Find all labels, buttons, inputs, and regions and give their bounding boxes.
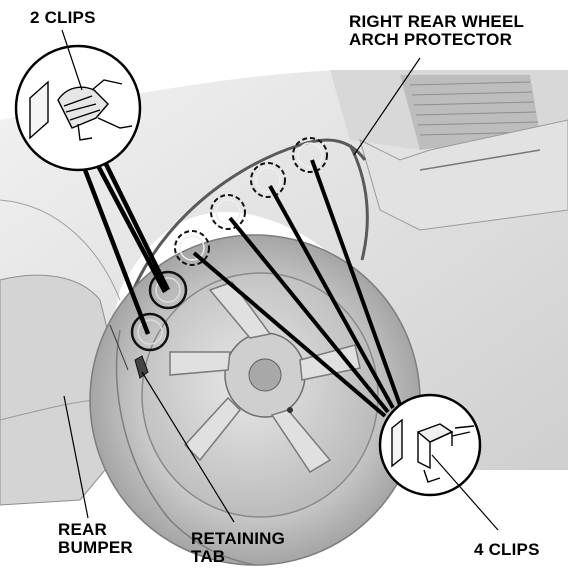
label-four-clips-text: 4 CLIPS xyxy=(474,541,540,559)
label-rear-bumper: REAR BUMPER xyxy=(58,521,133,557)
label-two-clips: 2 CLIPS xyxy=(30,9,96,27)
four-clips-detail-circle xyxy=(380,395,480,495)
label-retaining-tab: RETAINING TAB xyxy=(191,530,285,566)
label-four-clips: 4 CLIPS xyxy=(474,541,540,559)
label-retaining-tab-line1: RETAINING xyxy=(191,530,285,548)
rear-wheel xyxy=(90,235,420,565)
two-clips-detail-circle xyxy=(16,46,140,170)
label-arch-protector-line2: ARCH PROTECTOR xyxy=(349,31,524,49)
label-retaining-tab-line2: TAB xyxy=(191,548,285,566)
label-rear-bumper-line2: BUMPER xyxy=(58,539,133,557)
label-rear-bumper-line1: REAR xyxy=(58,521,133,539)
label-arch-protector: RIGHT REAR WHEEL ARCH PROTECTOR xyxy=(349,13,524,49)
label-two-clips-text: 2 CLIPS xyxy=(30,9,96,27)
label-arch-protector-line1: RIGHT REAR WHEEL xyxy=(349,13,524,31)
